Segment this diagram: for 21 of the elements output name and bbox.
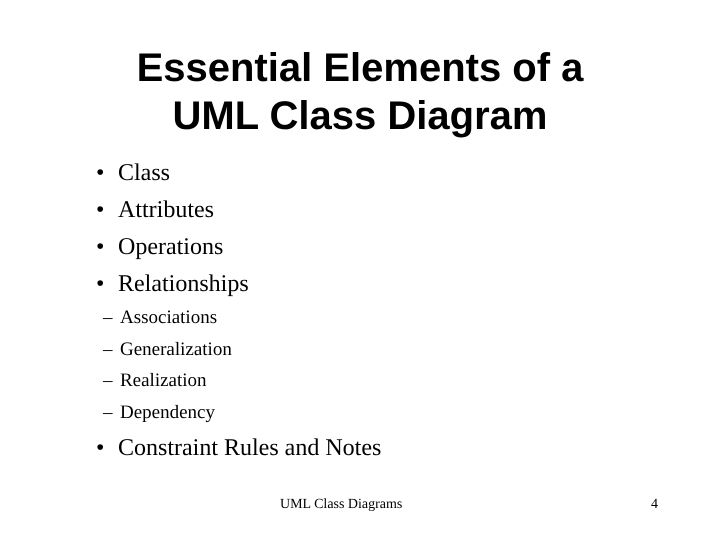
- bullet-item: Class: [118, 160, 170, 188]
- bullet-marker: •: [96, 197, 104, 225]
- sub-bullet-marker: –: [103, 339, 112, 361]
- page-number: 4: [651, 497, 658, 514]
- sub-bullet-item: Dependency: [120, 402, 215, 424]
- bullet-item: Operations: [118, 234, 224, 262]
- bullet-item: Attributes: [118, 197, 214, 225]
- bullet-marker: •: [96, 435, 104, 463]
- bullet-marker: •: [96, 271, 104, 299]
- bullet-item: Relationships: [118, 271, 249, 299]
- sub-bullet-marker: –: [103, 370, 112, 392]
- bullet-item: Constraint Rules and Notes: [118, 435, 382, 463]
- bullet-marker: •: [96, 160, 104, 188]
- sub-bullet-item: Realization: [120, 370, 207, 392]
- sub-bullet-item: Generalization: [120, 339, 232, 361]
- sub-bullet-item: Associations: [120, 307, 218, 329]
- bullet-marker: •: [96, 234, 104, 262]
- sub-bullet-marker: –: [103, 402, 112, 424]
- slide-title: Essential Elements of a UML Class Diagram: [136, 45, 585, 140]
- footer-text: UML Class Diagrams: [280, 497, 402, 514]
- sub-bullet-marker: –: [103, 307, 112, 329]
